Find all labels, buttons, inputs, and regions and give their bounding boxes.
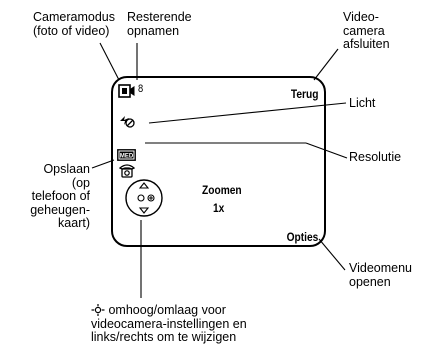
zoom-label: Zoomen: [202, 183, 242, 197]
navigate-label: omhoog/omlaag voor videocamera-instellin…: [91, 303, 247, 344]
store-phone-icon: [118, 163, 136, 183]
resolution-icon: MED: [117, 148, 136, 166]
store-label: Opslaan (op telefoon of geheugen- kaart): [30, 162, 90, 230]
remaining-shots-label: Resterende opnamen: [127, 10, 192, 38]
remaining-count: 8: [138, 83, 144, 95]
video-camera-mode-icon: [118, 83, 136, 104]
light-label: Licht: [349, 96, 376, 110]
resolution-icon-text: MED: [120, 154, 134, 160]
light-off-icon: [118, 113, 136, 134]
zoom-value: 1x: [213, 201, 225, 215]
video-menu-label: Videomenu openen: [349, 261, 413, 289]
resolution-label: Resolutie: [349, 150, 402, 164]
camera-mode-label: Cameramodus (foto of video): [33, 10, 115, 38]
navigation-key-graphic[interactable]: [125, 172, 163, 225]
phone-screen: 8 Terug MED: [111, 76, 326, 247]
exit-camera-label: Video- camera afsluiten: [343, 10, 390, 51]
options-softkey[interactable]: Opties: [286, 230, 318, 244]
back-softkey[interactable]: Terug: [290, 87, 318, 101]
navigation-key-icon: [91, 304, 105, 316]
